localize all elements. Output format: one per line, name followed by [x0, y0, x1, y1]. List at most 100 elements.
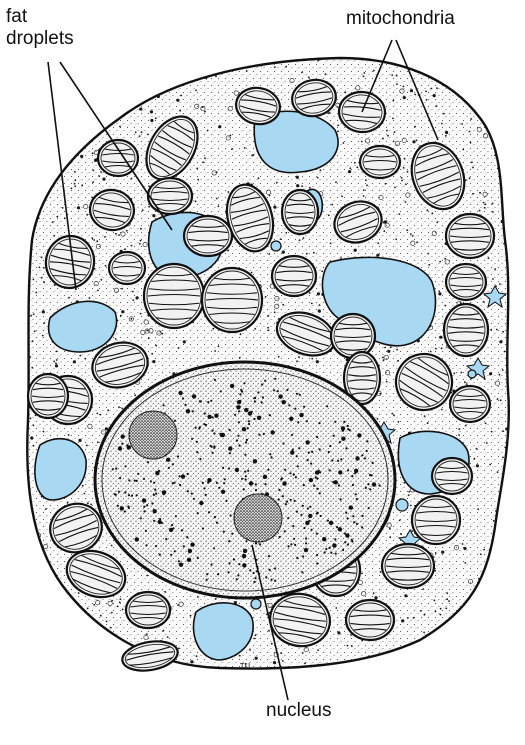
chromatin	[334, 552, 337, 555]
chromatin	[305, 440, 310, 445]
chromatin	[178, 475, 181, 478]
granule	[80, 154, 84, 158]
granule	[30, 633, 32, 635]
chromatin	[154, 488, 157, 491]
granule	[353, 248, 357, 252]
granule	[409, 89, 414, 93]
granule	[389, 536, 392, 539]
granule	[107, 409, 110, 412]
fat-label-line2: droplets	[6, 28, 74, 49]
granule	[35, 541, 39, 545]
granule	[406, 170, 409, 173]
granule	[366, 184, 368, 187]
chromatin	[337, 527, 343, 532]
vesicle	[87, 423, 93, 429]
granule	[121, 310, 125, 314]
granule	[402, 651, 405, 654]
chromatin	[250, 410, 253, 413]
granule	[472, 192, 474, 195]
granule	[483, 206, 486, 209]
chromatin	[256, 415, 262, 420]
chromatin	[272, 389, 276, 392]
granule	[508, 412, 509, 415]
granule	[377, 242, 380, 245]
vesicle	[43, 561, 49, 567]
granule	[105, 620, 108, 623]
chromatin	[124, 465, 127, 468]
mitochondrion	[358, 144, 402, 180]
granule	[98, 175, 100, 177]
chromatin	[180, 474, 186, 479]
chromatin	[278, 488, 281, 492]
granule	[80, 135, 83, 137]
granule	[384, 182, 387, 185]
chromatin	[299, 412, 304, 418]
granule	[311, 357, 314, 360]
granule	[41, 310, 45, 314]
granule	[227, 191, 230, 193]
granule	[440, 122, 443, 125]
chromatin	[296, 556, 299, 560]
chromatin	[210, 445, 213, 448]
chromatin	[338, 470, 343, 475]
chromatin	[237, 421, 240, 424]
granule	[436, 87, 438, 90]
granule	[214, 597, 217, 600]
granule	[423, 415, 426, 417]
granule	[335, 181, 337, 184]
granule	[69, 94, 71, 97]
chromatin	[151, 502, 154, 505]
granule	[321, 667, 323, 669]
granule	[488, 572, 491, 574]
chromatin	[235, 439, 239, 442]
granule	[182, 340, 186, 344]
chromatin	[201, 481, 204, 484]
granule	[111, 58, 115, 63]
granule	[119, 99, 121, 102]
granule	[196, 167, 199, 170]
granule	[146, 574, 149, 577]
granule	[88, 297, 91, 299]
granule	[264, 296, 267, 298]
chromatin	[308, 513, 313, 519]
chromatin	[297, 421, 300, 424]
granule	[118, 94, 120, 96]
granule	[445, 134, 447, 137]
granule	[110, 611, 113, 614]
granule	[139, 312, 142, 315]
granule	[391, 412, 394, 415]
granule	[268, 253, 271, 255]
chromatin	[198, 426, 201, 429]
granule	[140, 131, 143, 134]
chromatin	[207, 478, 212, 483]
granule	[161, 332, 164, 335]
chromatin	[291, 433, 294, 436]
granule	[30, 436, 34, 440]
chromatin	[339, 498, 342, 501]
granule	[99, 413, 102, 416]
chromatin	[186, 490, 189, 493]
granule	[206, 129, 209, 132]
chromatin	[330, 551, 333, 554]
chromatin	[176, 455, 180, 458]
granule	[59, 619, 61, 622]
granule	[476, 79, 479, 82]
granule	[59, 97, 62, 100]
granule	[125, 229, 128, 232]
granule	[96, 412, 99, 415]
granule	[308, 292, 311, 294]
granule	[499, 283, 501, 285]
granule	[118, 601, 121, 604]
chromatin	[229, 514, 232, 517]
granule	[30, 98, 33, 101]
chromatin	[354, 493, 357, 496]
chromatin	[155, 471, 160, 476]
granule	[414, 125, 416, 128]
chromatin	[315, 532, 318, 535]
chromatin	[161, 490, 167, 495]
chromatin	[318, 492, 321, 495]
granule	[396, 83, 398, 85]
granule	[42, 171, 45, 173]
granule	[65, 125, 68, 128]
